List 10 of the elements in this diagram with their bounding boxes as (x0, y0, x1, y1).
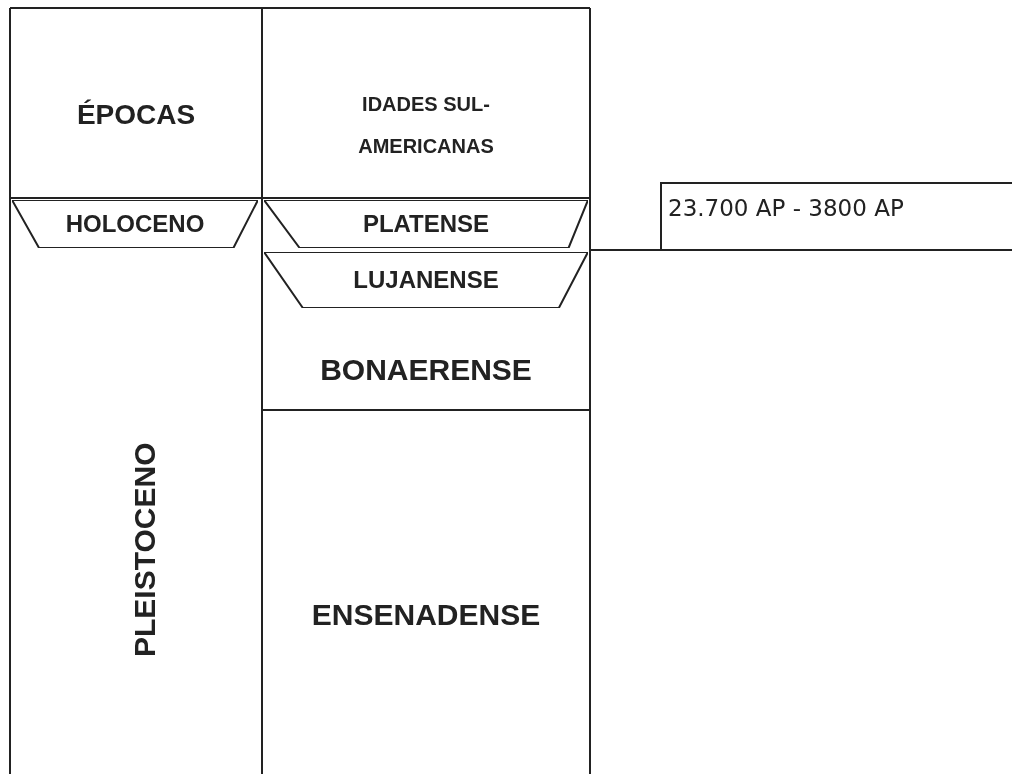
age-label: ENSENADENSE (266, 560, 586, 670)
column-header: IDADES SUL-AMERICANAS (296, 60, 556, 190)
age-label: BONAERENSE (266, 330, 586, 410)
age-label: LUJANENSE (353, 266, 499, 294)
connector-line (589, 249, 661, 251)
epoch-label: HOLOCENO (65, 210, 205, 238)
column-header: ÉPOCAS (12, 60, 260, 170)
epoch-label: PLEISTOCENO (115, 400, 175, 700)
date-range-box: 23.700 AP - 3800 AP (660, 182, 1012, 251)
age-label: PLATENSE (362, 210, 490, 238)
